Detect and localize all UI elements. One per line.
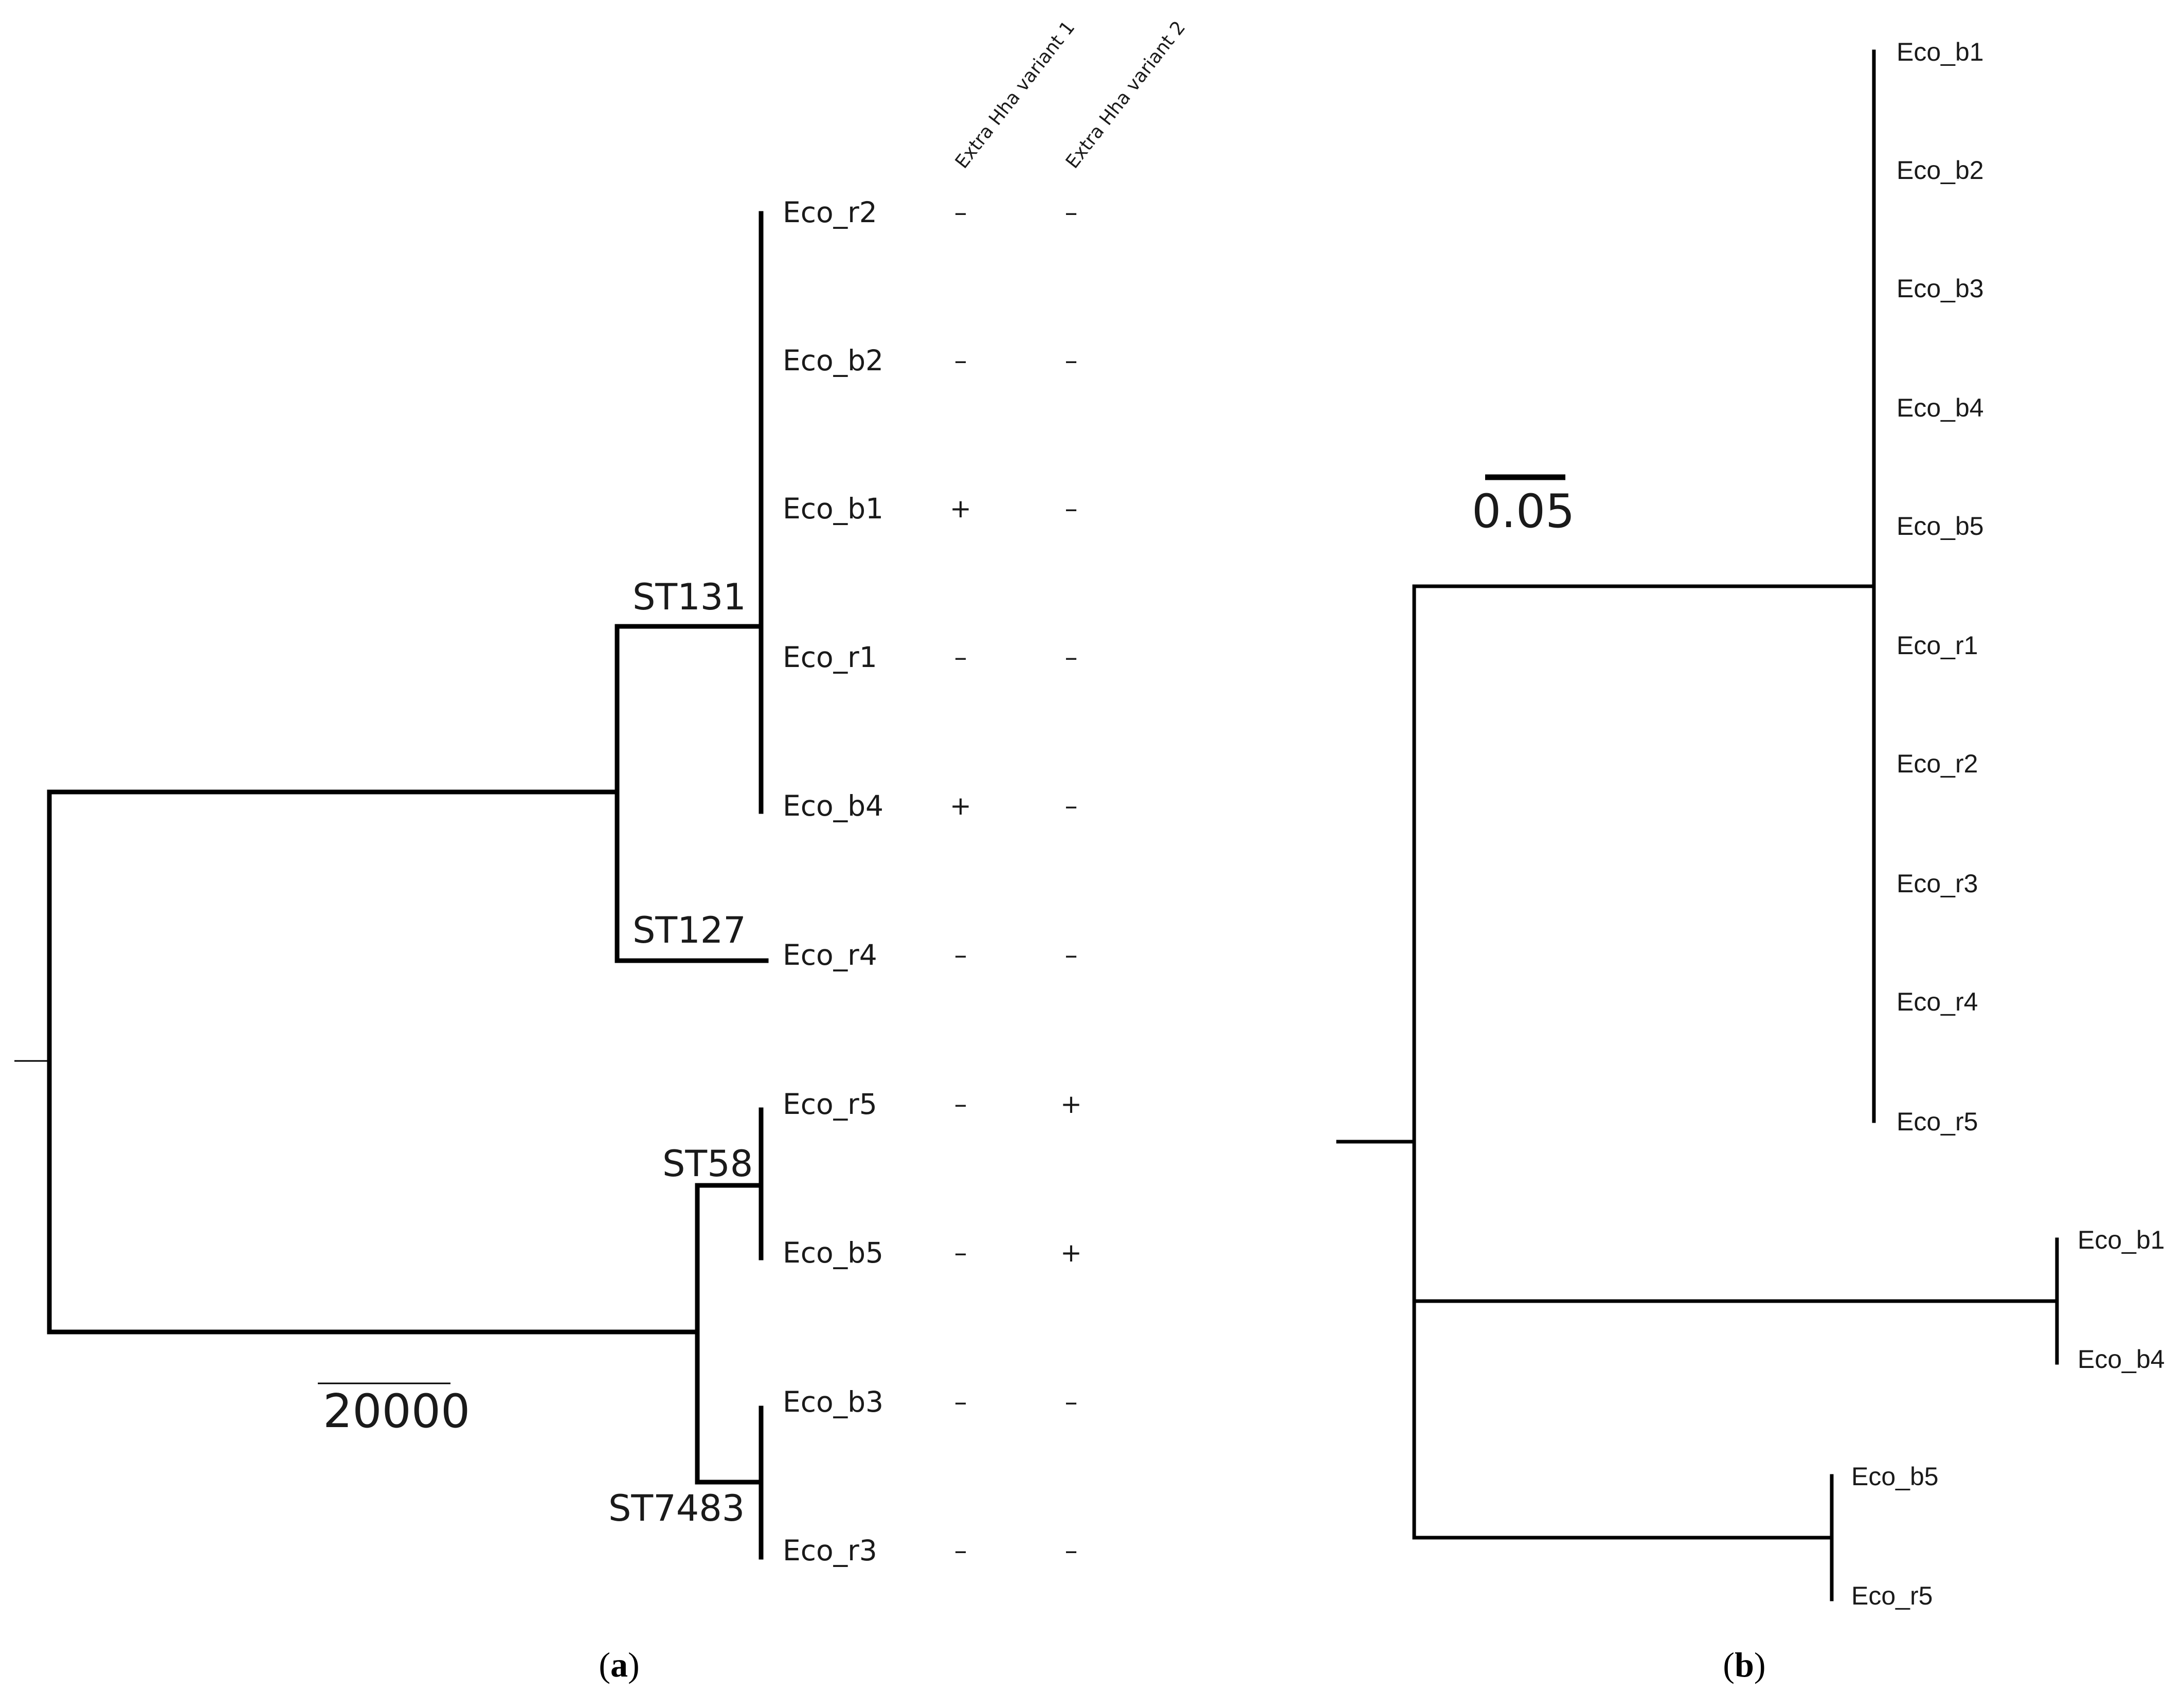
panel-b-clade1-tips: Eco_b1 Eco_b2 Eco_b3 Eco_b4 Eco_b5 Eco_r…: [1897, 38, 1984, 1136]
variant-1-mark: –: [954, 346, 967, 375]
tip-label: Eco_r2: [1897, 749, 1978, 778]
clade-label-st58: ST58: [662, 1143, 753, 1185]
tip-label: Eco_b3: [783, 1385, 883, 1418]
panel-a-tree: [14, 211, 769, 1560]
variant-1-mark: –: [954, 197, 967, 227]
scale-label-b: 0.05: [1472, 484, 1575, 538]
row-1: Eco_b2 – –: [783, 344, 1078, 377]
variant-1-mark: –: [954, 1387, 967, 1417]
panel-b-tree: [1336, 49, 2059, 1601]
variant-1-mark: –: [954, 940, 967, 970]
tip-label: Eco_b5: [783, 1236, 883, 1269]
tip-label: Eco_b3: [1897, 274, 1984, 303]
row-2: Eco_b1 + –: [783, 492, 1078, 525]
tip-label: Eco_b5: [1851, 1462, 1939, 1491]
tip-label: Eco_r5: [1851, 1581, 1933, 1610]
tip-label: Eco_r4: [1897, 987, 1978, 1016]
row-5: Eco_r4 – –: [783, 939, 1078, 971]
tip-label: Eco_r5: [1897, 1107, 1978, 1136]
variant-2-mark: –: [1065, 494, 1078, 524]
column-header-variant-2: Extra Hha variant 2: [1062, 17, 1190, 172]
tip-label: Eco_r5: [783, 1088, 877, 1121]
row-4: Eco_b4 + –: [783, 789, 1078, 822]
tip-label: Eco_b5: [1897, 512, 1984, 540]
tip-label: Eco_r2: [783, 196, 877, 229]
panel-a-rows: Eco_r2 – – Eco_b2 – – Eco_b1 + – Eco_r1 …: [783, 196, 1082, 1567]
variant-1-mark: –: [954, 1536, 967, 1565]
variant-1-mark: –: [954, 1238, 967, 1268]
variant-2-mark: –: [1065, 940, 1078, 970]
variant-2-mark: +: [1060, 1089, 1082, 1119]
variant-2-mark: +: [1060, 1238, 1082, 1268]
variant-1-mark: +: [950, 494, 971, 524]
row-8: Eco_b3 – –: [783, 1385, 1078, 1418]
scale-label-a: 20000: [323, 1384, 470, 1438]
tip-label: Eco_b2: [1897, 156, 1984, 185]
clade-label-st7483: ST7483: [608, 1487, 745, 1529]
tip-label: Eco_b2: [783, 344, 883, 377]
tip-label: Eco_b4: [1897, 393, 1984, 422]
row-6: Eco_r5 – +: [783, 1088, 1082, 1121]
variant-2-mark: –: [1065, 346, 1078, 375]
variant-2-mark: –: [1065, 791, 1078, 821]
variant-2-mark: –: [1065, 1536, 1078, 1565]
panel-label-b: (b): [1723, 1645, 1765, 1684]
row-9: Eco_r3 – –: [783, 1534, 1078, 1567]
row-0: Eco_r2 – –: [783, 196, 1078, 229]
tip-label: Eco_b1: [2078, 1226, 2165, 1254]
tip-label: Eco_r3: [783, 1534, 877, 1567]
variant-2-mark: –: [1065, 197, 1078, 227]
tip-label: Eco_r3: [1897, 869, 1978, 898]
tip-label: Eco_b4: [2078, 1345, 2165, 1374]
tip-label: Eco_b4: [783, 789, 883, 822]
variant-2-mark: –: [1065, 1387, 1078, 1417]
tip-label: Eco_r1: [1897, 631, 1978, 660]
row-7: Eco_b5 – +: [783, 1236, 1082, 1269]
variant-1-mark: +: [950, 791, 971, 821]
variant-1-mark: –: [954, 642, 967, 672]
row-3: Eco_r1 – –: [783, 641, 1078, 674]
variant-1-mark: –: [954, 1089, 967, 1119]
panel-label-a: (a): [599, 1645, 639, 1684]
variant-2-mark: –: [1065, 642, 1078, 672]
clade-label-st127: ST127: [633, 909, 746, 951]
tip-label: Eco_b1: [783, 492, 883, 525]
tip-label: Eco_r1: [783, 641, 877, 674]
tip-label: Eco_r4: [783, 939, 877, 971]
column-header-variant-1: Extra Hha variant 1: [951, 17, 1079, 172]
tip-label: Eco_b1: [1897, 38, 1984, 66]
clade-label-st131: ST131: [633, 576, 746, 618]
